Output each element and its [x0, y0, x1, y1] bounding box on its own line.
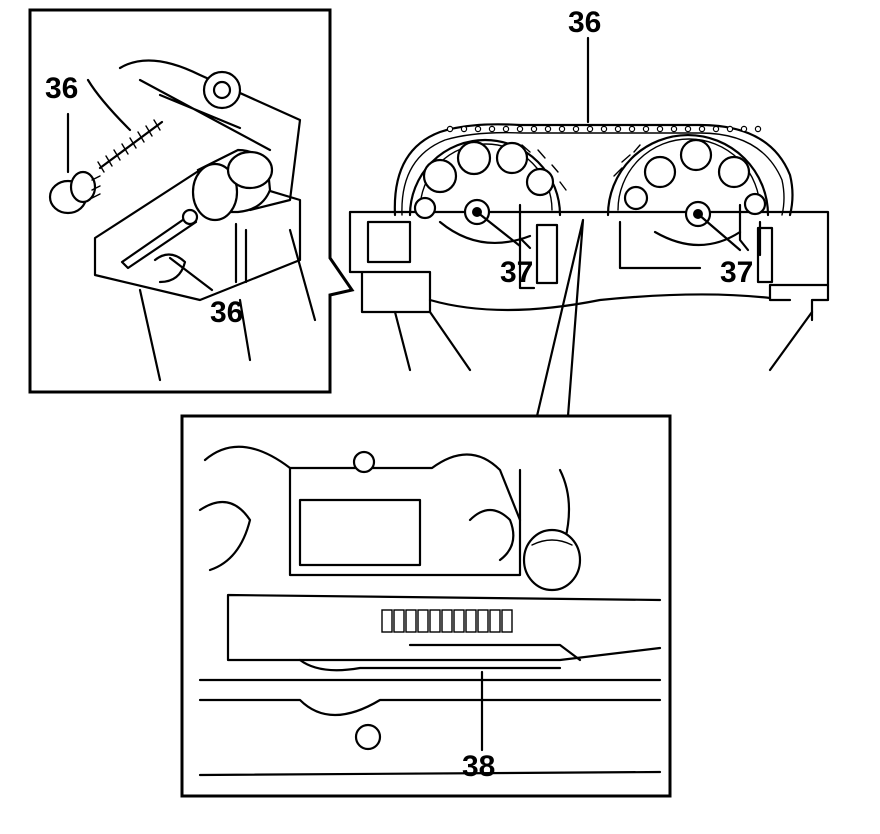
guide-chain-link [417, 609, 429, 633]
chain-link [446, 125, 454, 133]
guide-chain-link [453, 609, 465, 633]
tensioner-spring [97, 119, 164, 173]
chain-link [698, 125, 706, 133]
chain-link [642, 125, 650, 133]
guide-chain-link [381, 609, 393, 633]
guide-chain-link [393, 609, 405, 633]
chain-link [572, 125, 580, 133]
main-engine-view [348, 36, 830, 372]
callout-36-tensioner-plug: 36 [45, 72, 78, 105]
guide-chain-link [405, 609, 417, 633]
callout-36-timing-chain: 36 [568, 6, 601, 39]
chain-link [530, 125, 538, 133]
chain-link [474, 125, 482, 133]
chain-link [544, 125, 552, 133]
chain-link [488, 125, 496, 133]
chain-link [754, 125, 762, 133]
guide-chain-links [381, 609, 513, 633]
chain-link [656, 125, 664, 133]
guide-chain-link [477, 609, 489, 633]
chain-link [516, 125, 524, 133]
chain-link [726, 125, 734, 133]
chain-link [684, 125, 692, 133]
callout-37-right-sprocket: 37 [720, 256, 753, 289]
callout-36-tensioner-plunger: 36 [210, 296, 243, 329]
chain-link [628, 125, 636, 133]
chain-links [446, 125, 762, 133]
pointer-lower-inset [535, 218, 585, 418]
chain-link [670, 125, 678, 133]
guide-chain-link [441, 609, 453, 633]
chain-link [600, 125, 608, 133]
timing-chain [393, 123, 794, 217]
chain-link [558, 125, 566, 133]
chain-link [740, 125, 748, 133]
callout-37-left-sprocket: 37 [500, 256, 533, 289]
chain-link [502, 125, 510, 133]
guide-chain-link [501, 609, 513, 633]
sprocket-left [408, 138, 567, 226]
guide-chain-link [429, 609, 441, 633]
tensioner-inset [28, 8, 355, 394]
guide-chain-link [465, 609, 477, 633]
chain-link [586, 125, 594, 133]
guide-chain-link [489, 609, 501, 633]
chain-link [712, 125, 720, 133]
tensioner-plug-bolt [48, 170, 101, 215]
chain-guide-inset [180, 414, 672, 798]
chain-link [460, 125, 468, 133]
chain-link [614, 125, 622, 133]
callout-38-chain-guide: 38 [462, 750, 495, 783]
